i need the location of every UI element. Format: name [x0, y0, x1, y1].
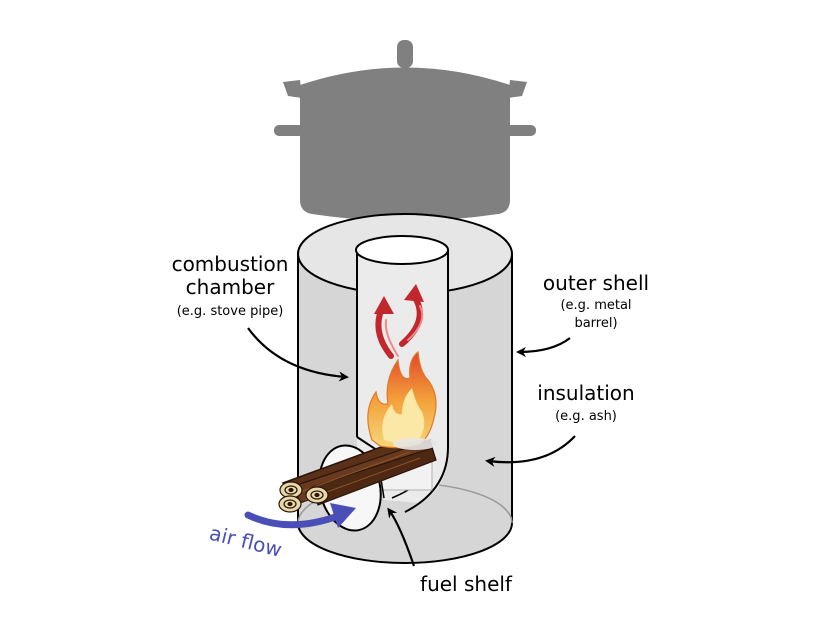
- cooking-pot-icon: [274, 40, 536, 221]
- combustion-chamber-pointer: [247, 327, 349, 382]
- outer-shell-label: outer shell: [543, 271, 649, 295]
- fuel-shelf-label: fuel shelf: [420, 572, 513, 596]
- outer-shell-note-line1: (e.g. metal: [560, 298, 631, 313]
- combustion-chamber-note: (e.g. stove pipe): [177, 304, 284, 319]
- combustion-chamber-label-line2: chamber: [186, 275, 275, 299]
- outer-shell-note-line2: barrel): [574, 316, 617, 331]
- firewood-logs-icon: [278, 431, 437, 513]
- insulation-label: insulation: [537, 381, 634, 405]
- fuel-shelf-pointer: [387, 507, 416, 567]
- combustion-chamber-label-line1: combustion: [172, 252, 289, 276]
- air-flow-arrow-icon: [244, 503, 356, 529]
- insulation-pointer: [485, 435, 576, 467]
- outer-shell-pointer: [516, 337, 571, 357]
- flame-icon: [367, 350, 437, 450]
- hot-air-arrow-icon: [374, 284, 424, 359]
- air-flow-label: air flow: [207, 521, 284, 562]
- insulation-note: (e.g. ash): [555, 409, 617, 424]
